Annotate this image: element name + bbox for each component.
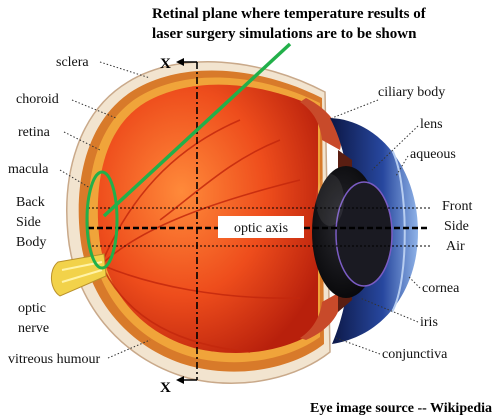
label-sclera: sclera: [56, 55, 89, 70]
label-conjunctiva: conjunctiva: [382, 347, 448, 362]
label-aqueous: aqueous: [410, 147, 456, 162]
label-back: Back: [16, 195, 45, 210]
label-choroid: choroid: [16, 92, 59, 107]
optic-axis-label-box: [218, 216, 304, 238]
optic-axis-label: optic axis: [234, 221, 288, 236]
label-front: Front: [442, 199, 472, 214]
label-front-side: Side: [444, 219, 469, 234]
label-air: Air: [446, 239, 465, 254]
eyeball: [51, 61, 418, 384]
label-cornea: cornea: [422, 281, 460, 296]
label-lens: lens: [420, 117, 443, 132]
blood-vessels: [103, 119, 301, 353]
retinal-plane-line: [176, 58, 198, 384]
label-optic: optic: [18, 301, 46, 316]
title-line-2: laser surgery simulations are to be show…: [152, 26, 417, 42]
title-line-1: Retinal plane where temperature results …: [152, 6, 427, 22]
label-nerve: nerve: [18, 321, 49, 336]
plane-marker-bottom: X: [160, 380, 171, 396]
right-labels: ciliary body lens aqueous Front Side Air…: [331, 85, 472, 362]
left-labels: sclera choroid retina macula Back Side B…: [8, 55, 151, 367]
label-retina: retina: [18, 125, 51, 140]
plane-marker-top: X: [160, 56, 171, 72]
vitreous-body: [97, 84, 318, 354]
label-side: Side: [16, 215, 41, 230]
ciliary-body-shape: [300, 98, 341, 150]
label-macula: macula: [8, 162, 49, 177]
label-ciliary-body: ciliary body: [378, 85, 445, 100]
label-vitreous: vitreous humour: [8, 352, 100, 367]
source-credit: Eye image source -- Wikipedia: [310, 401, 492, 416]
label-body: Body: [16, 235, 46, 250]
macula-highlight: [85, 42, 292, 270]
label-iris: iris: [420, 315, 438, 330]
